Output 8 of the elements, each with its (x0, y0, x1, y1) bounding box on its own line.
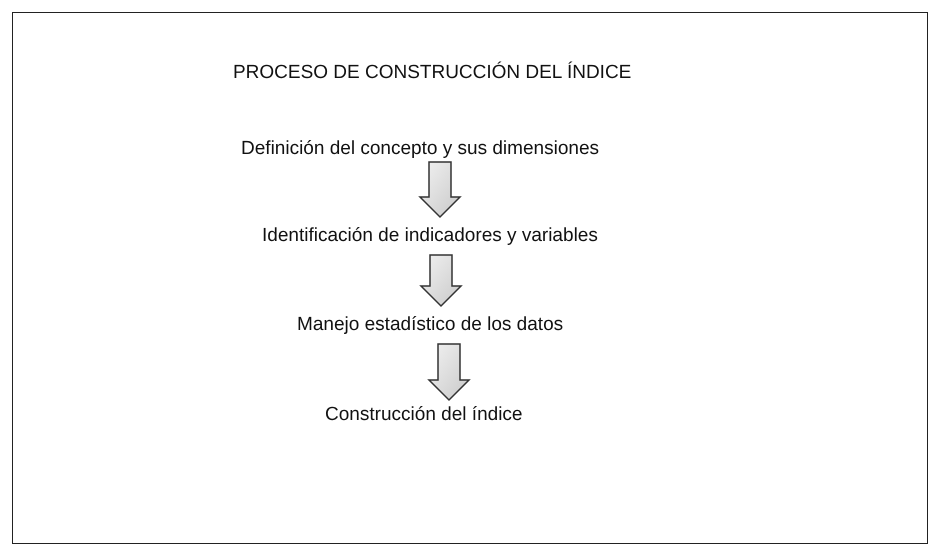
step-label: Construcción del índice (325, 404, 522, 426)
block-arrow (419, 254, 463, 308)
block-arrow (418, 161, 462, 218)
block-arrow (427, 343, 471, 402)
step-label: Manejo estadístico de los datos (297, 314, 564, 336)
diagram-title: PROCESO DE CONSTRUCCIÓN DEL ÍNDICE (233, 62, 632, 84)
step-label: Identificación de indicadores y variables (262, 225, 598, 247)
step-label: Definición del concepto y sus dimensiones (241, 138, 600, 160)
